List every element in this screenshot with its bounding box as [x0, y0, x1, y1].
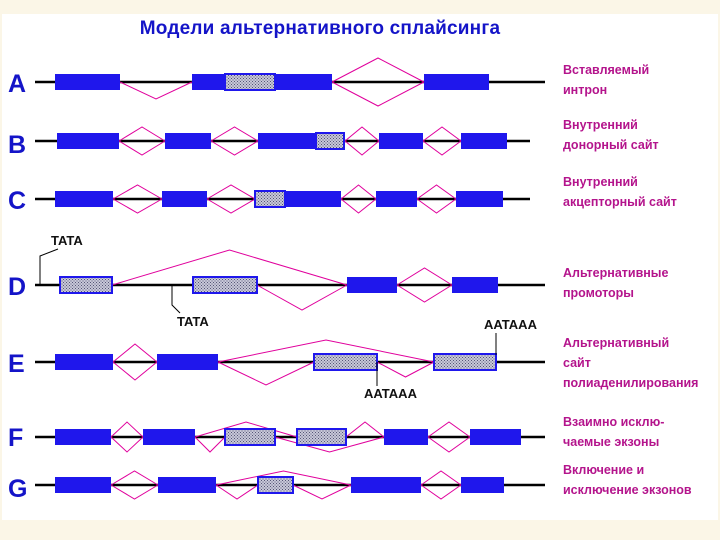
- splice-line-above-c-3: [416, 184, 457, 200]
- splice-line-above-c-1: [206, 184, 256, 200]
- row-description-d: Альтернативные промоторы: [563, 266, 669, 300]
- exon-b-1: [165, 133, 211, 149]
- exon-f-0: [55, 429, 111, 445]
- splice-line-below-f-1: [194, 436, 226, 453]
- splice-line-above-f-4: [345, 421, 385, 438]
- alternative-exon-f-2: [224, 428, 276, 446]
- slide-panel: [2, 14, 718, 520]
- splice-line-below-b-2: [344, 140, 380, 156]
- alternative-exon-e-2: [313, 353, 378, 371]
- splice-line-above-f-0: [110, 421, 144, 438]
- alternative-exon-d-0: [59, 276, 113, 294]
- exon-g-3: [351, 477, 421, 493]
- row-label-e: E: [8, 350, 25, 378]
- splice-line-above-f-5: [427, 421, 471, 438]
- exon-g-0: [55, 477, 111, 493]
- splice-line-below-g-1: [215, 484, 259, 500]
- alternative-exon-a-2: [224, 73, 276, 91]
- tata-leader-top: [39, 248, 60, 286]
- splice-line-above-g-0: [110, 470, 159, 486]
- tata-leader-bottom: [171, 285, 181, 314]
- splice-line-below-e-0: [112, 361, 158, 381]
- splice-line-below-e-3: [376, 361, 435, 378]
- alternative-exon-b-3: [315, 132, 345, 150]
- splice-line-below-c-3: [416, 198, 457, 214]
- row-label-d: D: [8, 273, 27, 301]
- splice-line-below-f-0: [110, 436, 144, 453]
- row-label-b: B: [8, 131, 27, 159]
- exon-d-3: [452, 277, 498, 293]
- row-label-g: G: [8, 475, 28, 503]
- alternative-exon-e-3: [433, 353, 497, 371]
- exon-a-3: [424, 74, 489, 90]
- splice-line-below-g-0: [110, 484, 159, 500]
- exon-d-2: [347, 277, 397, 293]
- splice-line-above-a-1: [331, 57, 425, 83]
- splice-line-above-d-0: [111, 249, 348, 286]
- splice-line-below-f-3: [274, 436, 385, 453]
- splice-line-below-d-1: [256, 284, 348, 311]
- splice-line-below-b-0: [118, 140, 166, 156]
- splice-line-below-b-3: [422, 140, 462, 156]
- splice-line-above-e-0: [112, 343, 158, 363]
- splice-line-above-e-2: [217, 339, 435, 363]
- splice-line-below-f-5: [427, 436, 471, 453]
- exon-f-1: [143, 429, 195, 445]
- aataaa-label-top: AATAAA: [484, 317, 537, 332]
- exon-f-4: [384, 429, 428, 445]
- alternative-exon-f-3: [296, 428, 347, 446]
- exon-g-1: [158, 477, 216, 493]
- exon-b-4: [379, 133, 423, 149]
- splice-line-below-a-0: [119, 81, 193, 100]
- row-description-f: Взаимно исклю- чаемые экзоны: [563, 415, 665, 449]
- splice-line-above-b-1: [210, 126, 259, 142]
- exon-c-5: [456, 191, 503, 207]
- splice-line-above-c-0: [112, 184, 163, 200]
- splice-line-below-c-0: [112, 198, 163, 214]
- splice-line-above-g-4: [420, 470, 462, 486]
- splice-line-below-c-2: [340, 198, 377, 214]
- row-description-b: Внутренний донорный сайт: [563, 118, 659, 152]
- splice-line-below-g-2: [292, 484, 352, 500]
- splice-line-above-g-3: [215, 470, 352, 486]
- alternative-exon-d-1: [192, 276, 258, 294]
- splice-line-above-b-0: [118, 126, 166, 142]
- splice-line-above-c-2: [340, 184, 377, 200]
- splice-line-below-d-2: [396, 284, 453, 303]
- exon-c-4: [376, 191, 417, 207]
- splice-line-below-c-1: [206, 198, 256, 214]
- exon-b-5: [461, 133, 507, 149]
- splice-line-below-b-1: [210, 140, 259, 156]
- alternative-exon-c-3: [254, 190, 286, 208]
- exon-e-0: [55, 354, 113, 370]
- alternative-exon-g-2: [257, 476, 294, 494]
- row-label-f: F: [8, 424, 24, 452]
- splice-line-below-e-1: [217, 361, 315, 386]
- exon-f-5: [470, 429, 521, 445]
- row-description-a: Вставляемый интрон: [563, 63, 650, 97]
- row-label-c: C: [8, 187, 27, 215]
- splice-line-above-b-2: [344, 126, 380, 142]
- row-label-a: A: [8, 70, 27, 98]
- row-description-c: Внутренний акцепторный сайт: [563, 175, 677, 209]
- aataaa-label-bottom: AATAAA: [364, 386, 417, 401]
- splice-line-above-d-2: [396, 267, 453, 286]
- exon-g-4: [461, 477, 504, 493]
- splice-line-above-f-2: [194, 421, 298, 438]
- splice-line-above-b-3: [422, 126, 462, 142]
- row-description-e: Альтернативный сайт полиаденилирования: [563, 336, 699, 390]
- splice-line-below-a-1: [331, 81, 425, 107]
- exon-a-0: [55, 74, 120, 90]
- splice-line-below-g-4: [420, 484, 462, 500]
- exon-c-1: [162, 191, 207, 207]
- exon-e-1: [157, 354, 218, 370]
- diagram-title: Модели альтернативного сплайсинга: [139, 18, 501, 39]
- row-description-g: Включение и исключение экзонов: [563, 463, 692, 497]
- tata-label-bottom: TATA: [177, 314, 209, 329]
- exon-c-0: [55, 191, 113, 207]
- tata-label-top: TATA: [51, 233, 83, 248]
- exon-b-0: [57, 133, 119, 149]
